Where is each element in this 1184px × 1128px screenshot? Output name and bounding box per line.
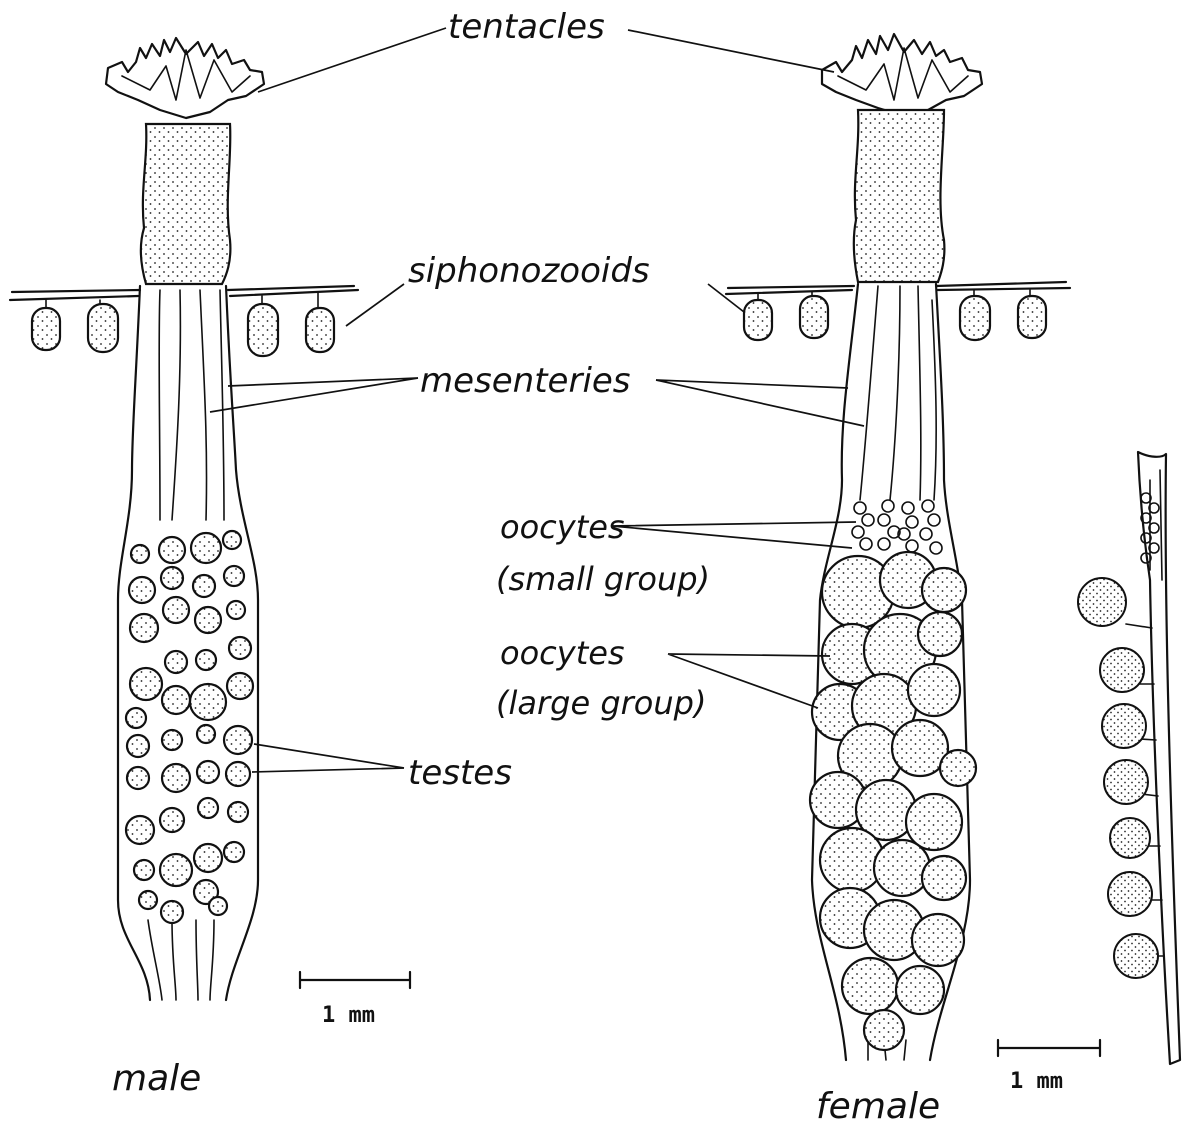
- female-siphonozooids: [744, 290, 1046, 340]
- scale-label-left: 1 mm: [322, 1003, 375, 1028]
- female-small-oocytes: [852, 500, 942, 554]
- scale-bar-left: [300, 972, 410, 988]
- label-oocytes-large: oocytes: [500, 634, 625, 672]
- male-polyp: [10, 38, 358, 1000]
- scale-label-right: 1 mm: [1010, 1069, 1063, 1094]
- male-siphonozooids: [32, 292, 334, 356]
- female-polyp: [726, 34, 1070, 1060]
- label-siphonozooids: siphonozooids: [408, 251, 650, 291]
- label-large-group: (large group): [496, 684, 706, 722]
- male-tentacle-crown: [106, 38, 264, 118]
- label-oocytes-small: oocytes: [500, 508, 625, 546]
- label-mesenteries: mesenteries: [420, 361, 631, 401]
- male-testes: [126, 531, 253, 923]
- female-column-head: [854, 110, 945, 282]
- male-column-head: [141, 124, 230, 284]
- mesentery-detail: [1078, 452, 1180, 1064]
- label-female: female: [816, 1086, 940, 1127]
- label-male: male: [112, 1058, 201, 1099]
- label-small-group: (small group): [496, 560, 710, 598]
- label-testes: testes: [408, 753, 512, 793]
- scale-bar-right: [998, 1040, 1100, 1056]
- label-tentacles: tentacles: [448, 7, 605, 47]
- female-tentacle-crown: [822, 34, 982, 116]
